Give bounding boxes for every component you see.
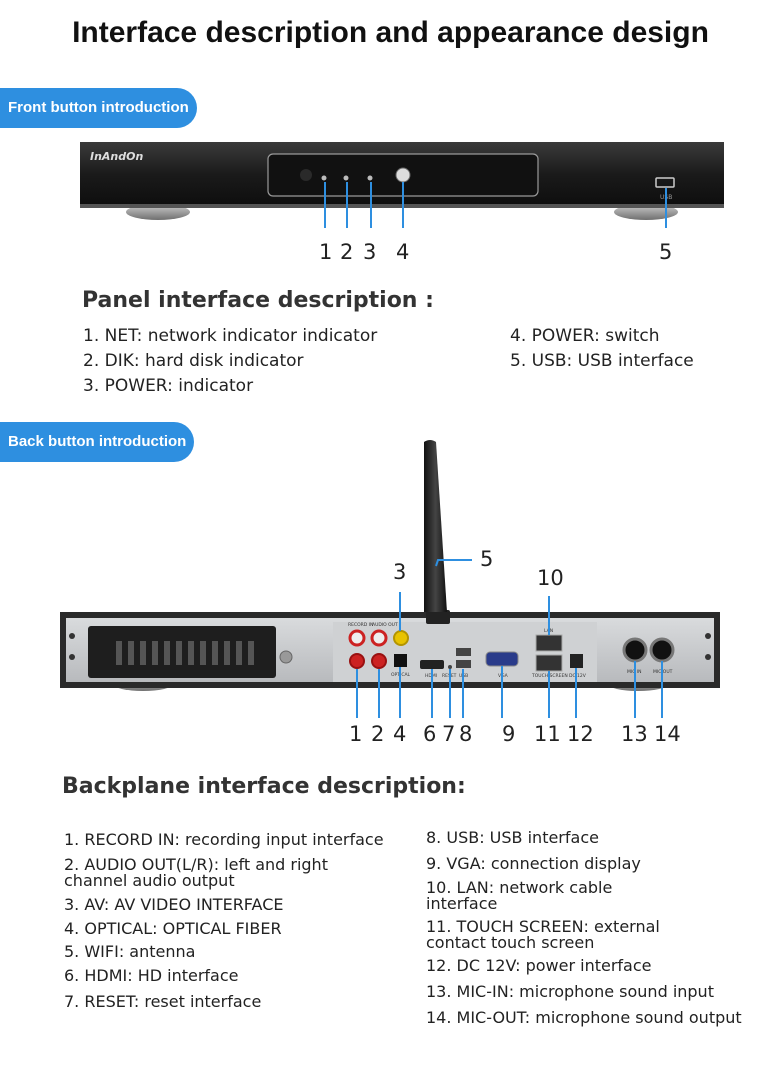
panel-item-5: 5. USB: USB interface — [510, 351, 694, 371]
power-led — [367, 175, 373, 181]
front-callout-4: 4 — [396, 240, 410, 264]
audio-out-white — [370, 629, 388, 647]
wifi-antenna — [424, 440, 447, 612]
backplane-item-4: 4. OPTICAL: OPTICAL FIBER — [64, 919, 282, 938]
panel-item-1: 1. NET: network indicator indicator — [83, 326, 378, 346]
back-callout-2: 2 — [371, 722, 385, 746]
backplane-item-14: 14. MIC-OUT: microphone sound output — [426, 1008, 742, 1027]
back-callout-12: 12 — [567, 722, 594, 746]
backplane-item-11: 11. TOUCH SCREEN: external contact touch… — [426, 917, 660, 952]
optical-port — [394, 654, 407, 667]
dc-12v-port — [570, 654, 583, 668]
back-panel-illustration: RECORD IN AUDIO OUT OPTICAL HDMI RESET U… — [60, 440, 720, 718]
back-callout-3: 3 — [393, 560, 407, 584]
page-title: Interface description and appearance des… — [72, 16, 709, 49]
back-section-label: Back button introduction — [0, 422, 195, 462]
panel-heading: Panel interface description : — [82, 288, 434, 313]
front-section-label: Front button introduction — [0, 88, 197, 128]
backplane-item-9: 9. VGA: connection display — [426, 854, 641, 873]
front-callout-3: 3 — [363, 240, 377, 264]
port-label-vga: VGA — [498, 673, 509, 679]
back-callout-11: 11 — [534, 722, 561, 746]
port-label-dc: DC 12V — [569, 673, 587, 679]
antenna-base — [426, 610, 450, 624]
port-label-audio-out: AUDIO OUT — [372, 622, 398, 628]
back-callout-6: 6 — [423, 722, 437, 746]
front-callout-1: 1 — [319, 240, 333, 264]
touch-screen-port — [535, 654, 563, 672]
back-callout-13: 13 — [621, 722, 648, 746]
panel-item-4: 4. POWER: switch — [510, 326, 660, 346]
backplane-item-3: 3. AV: AV VIDEO INTERFACE — [64, 895, 284, 914]
front-callout-2: 2 — [340, 240, 354, 264]
back-callout-14: 14 — [654, 722, 681, 746]
back-callout-7: 7 — [442, 722, 456, 746]
mic-in-port — [622, 637, 648, 663]
hdmi-port — [420, 660, 444, 669]
backplane-item-5: 5. WIFI: antenna — [64, 942, 196, 961]
back-callout-4: 4 — [393, 722, 407, 746]
backplane-item-12: 12. DC 12V: power interface — [426, 956, 652, 975]
backplane-heading: Backplane interface description: — [62, 774, 466, 799]
backplane-item-1: 1. RECORD IN: recording input interface — [64, 830, 384, 849]
port-label-record-in: RECORD IN — [348, 622, 373, 628]
backplane-item-2: 2. AUDIO OUT(L/R): left and right channe… — [64, 855, 328, 890]
backplane-item-8: 8. USB: USB interface — [426, 828, 599, 847]
power-switch — [395, 167, 411, 183]
net-led — [321, 175, 327, 181]
back-callout-8: 8 — [459, 722, 473, 746]
back-callout-10: 10 — [537, 566, 564, 590]
record-in-white — [348, 629, 366, 647]
front-panel-illustration: USB InAndOn — [80, 142, 724, 228]
usb-port-front — [655, 177, 675, 188]
back-callout-9: 9 — [502, 722, 516, 746]
front-callout-5: 5 — [659, 240, 673, 264]
audio-out-red — [371, 653, 387, 669]
backplane-item-13: 13. MIC-IN: microphone sound input — [426, 982, 714, 1001]
usb-port-1 — [456, 648, 471, 656]
lan-port — [535, 634, 563, 652]
av-port — [393, 630, 409, 646]
back-callout-1: 1 — [349, 722, 363, 746]
panel-item-3: 3. POWER: indicator — [83, 376, 254, 396]
backplane-item-6: 6. HDMI: HD interface — [64, 966, 239, 985]
reset-button — [448, 665, 452, 669]
back-callout-5: 5 — [480, 547, 494, 571]
panel-item-2: 2. DIK: hard disk indicator — [83, 351, 304, 371]
backplane-item-10: 10. LAN: network cable interface — [426, 878, 613, 913]
record-in-red — [349, 653, 365, 669]
brand-logo: InAndOn — [90, 150, 143, 163]
mic-out-port — [649, 637, 675, 663]
usb-port-2 — [456, 660, 471, 668]
vga-port — [485, 651, 519, 667]
dik-led — [343, 175, 349, 181]
backplane-item-7: 7. RESET: reset interface — [64, 992, 262, 1011]
